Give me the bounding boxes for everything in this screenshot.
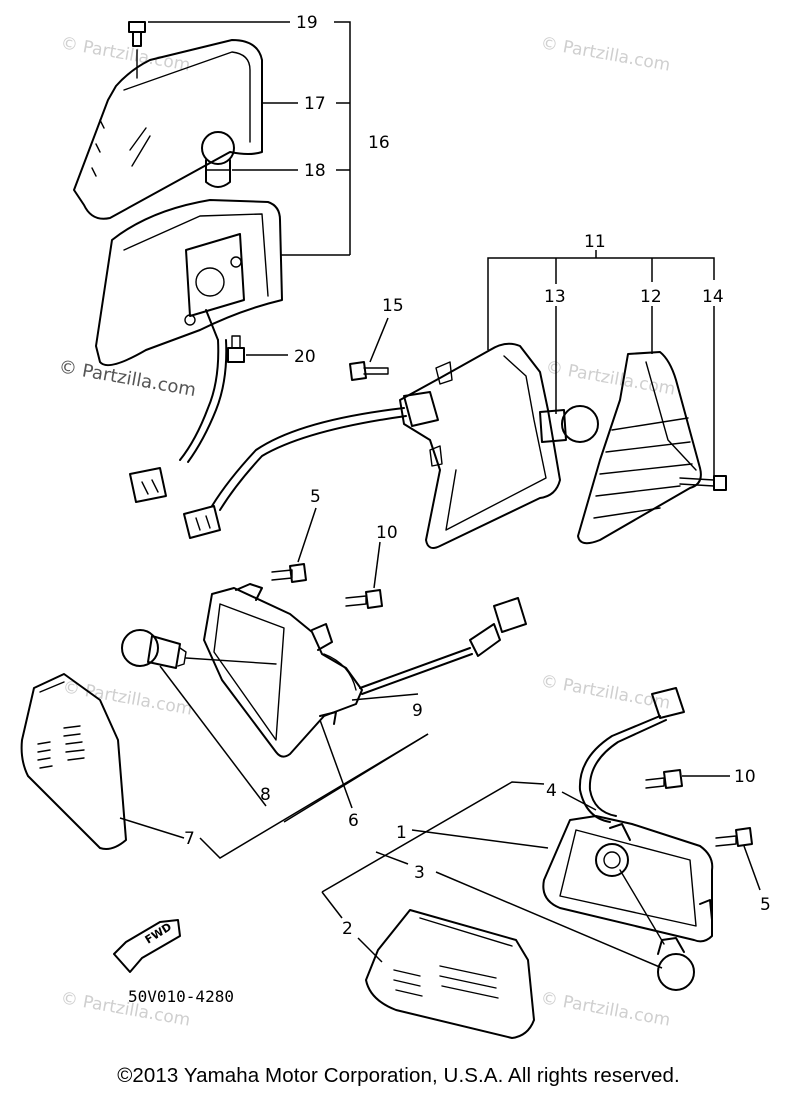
callout-6: 6 bbox=[348, 811, 359, 831]
watermark-text: © Partzilla.com bbox=[539, 33, 672, 75]
callout-19: 19 bbox=[296, 13, 318, 33]
callout-9: 9 bbox=[412, 701, 423, 721]
screw-15 bbox=[349, 317, 389, 381]
screw-5-upper bbox=[271, 507, 317, 583]
callout-18: 18 bbox=[304, 161, 326, 181]
part-number-callouts: 19 17 16 18 20 11 15 13 12 14 5 10 9 8 7… bbox=[184, 13, 771, 939]
callout-4: 4 bbox=[546, 781, 557, 801]
callout-8: 8 bbox=[260, 785, 271, 805]
callout-5-lower: 5 bbox=[760, 895, 771, 915]
leaders-group-1 bbox=[321, 775, 761, 969]
bulb-8 bbox=[121, 629, 277, 669]
housing-13 bbox=[399, 342, 561, 549]
callout-14: 14 bbox=[702, 287, 724, 307]
callout-15: 15 bbox=[382, 296, 404, 316]
callout-11: 11 bbox=[584, 232, 606, 252]
lens-12 bbox=[577, 351, 702, 545]
bulb-13 bbox=[539, 405, 599, 443]
housing-1 bbox=[542, 815, 714, 943]
leaders-group-16 bbox=[148, 21, 351, 356]
callout-2: 2 bbox=[342, 919, 353, 939]
callout-10-lower: 10 bbox=[734, 767, 756, 787]
copyright-notice: ©2013 Yamaha Motor Corporation, U.S.A. A… bbox=[117, 1064, 680, 1087]
lens-17 bbox=[73, 39, 263, 220]
watermark-text: © Partzilla.com bbox=[539, 988, 672, 1030]
callout-5-upper: 5 bbox=[310, 487, 321, 507]
callout-7: 7 bbox=[184, 829, 195, 849]
fwd-arrow-icon: FWD bbox=[113, 919, 181, 973]
screw-10-upper bbox=[345, 541, 383, 609]
housing bbox=[95, 199, 283, 503]
figure-code: 50V010-4280 bbox=[128, 987, 234, 1006]
callout-16: 16 bbox=[368, 133, 390, 153]
screw-19 bbox=[128, 21, 146, 79]
leaders-group-11 bbox=[487, 250, 715, 478]
rear-flasher-assembly bbox=[73, 21, 283, 503]
screw-20 bbox=[227, 335, 245, 363]
lens-2 bbox=[365, 909, 535, 1039]
callout-20: 20 bbox=[294, 347, 316, 367]
screw-10-lower bbox=[645, 769, 683, 789]
bulb-18 bbox=[201, 131, 235, 188]
callout-17: 17 bbox=[304, 94, 326, 114]
screw-5-lower bbox=[715, 827, 753, 847]
front-right-flasher-assembly bbox=[365, 687, 753, 1039]
leaders-group-6 bbox=[119, 665, 429, 859]
watermark-text: © Partzilla.com bbox=[544, 357, 677, 399]
bulb-3 bbox=[619, 869, 695, 991]
callout-1: 1 bbox=[396, 823, 407, 843]
watermark-text: © Partzilla.com bbox=[57, 356, 197, 401]
callout-13: 13 bbox=[544, 287, 566, 307]
screw-14 bbox=[679, 475, 727, 491]
lens-7 bbox=[20, 673, 127, 850]
housing-6 bbox=[203, 583, 527, 758]
callout-3: 3 bbox=[414, 863, 425, 883]
watermarks: © Partzilla.com © Partzilla.com © Partzi… bbox=[59, 33, 677, 1030]
watermark-text: © Partzilla.com bbox=[539, 671, 672, 713]
callout-10-upper: 10 bbox=[376, 523, 398, 543]
front-flasher-assembly bbox=[183, 317, 727, 549]
callout-12: 12 bbox=[640, 287, 662, 307]
front-left-flasher-assembly bbox=[20, 507, 527, 850]
